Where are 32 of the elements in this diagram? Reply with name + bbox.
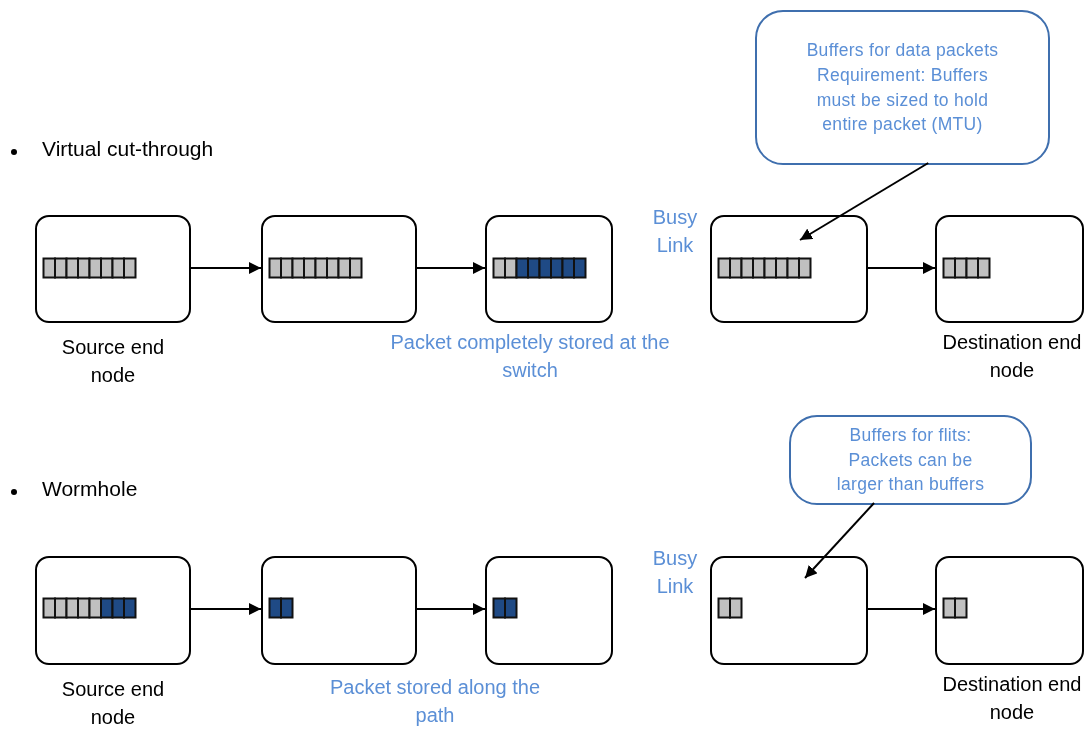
arrow [416,262,486,274]
callout-box [789,415,1032,505]
node-caption: Source end node [60,677,166,730]
switch-box [261,556,417,665]
switch-box [935,215,1084,323]
link-label: Busy Link [651,205,699,258]
switch-box [35,556,191,665]
bullet-text: Virtual cut-through [42,136,215,162]
node-caption: Destination end node [942,330,1082,383]
arrow [867,603,936,615]
leader-arrow [799,162,930,241]
bullet-text: Wormhole [42,476,139,502]
node-caption: Destination end node [942,672,1082,725]
link-label: Busy Link [651,546,699,599]
switch-box [710,556,868,665]
arrow [190,262,262,274]
caption-text: Packet stored along the path [328,675,542,728]
arrow [416,603,486,615]
switch-box [485,556,613,665]
arrow [190,603,262,615]
callout-text: Buffers for flits: Packets can be larger than buffers [835,423,986,497]
switch-box [485,215,613,323]
switch-box [35,215,191,323]
caption-text: Packet completely stored at the switch [389,330,671,383]
switch-box [710,215,868,323]
callout-text: Buffers for data packets Requirement: Buffers must be sized to hold entire packet (MTU) [805,38,1000,137]
switch-box [261,215,417,323]
arrow [867,262,936,274]
node-caption: Source end node [60,335,166,388]
switch-box [935,556,1084,665]
callout-box [755,10,1050,165]
leader-arrow [804,502,876,579]
